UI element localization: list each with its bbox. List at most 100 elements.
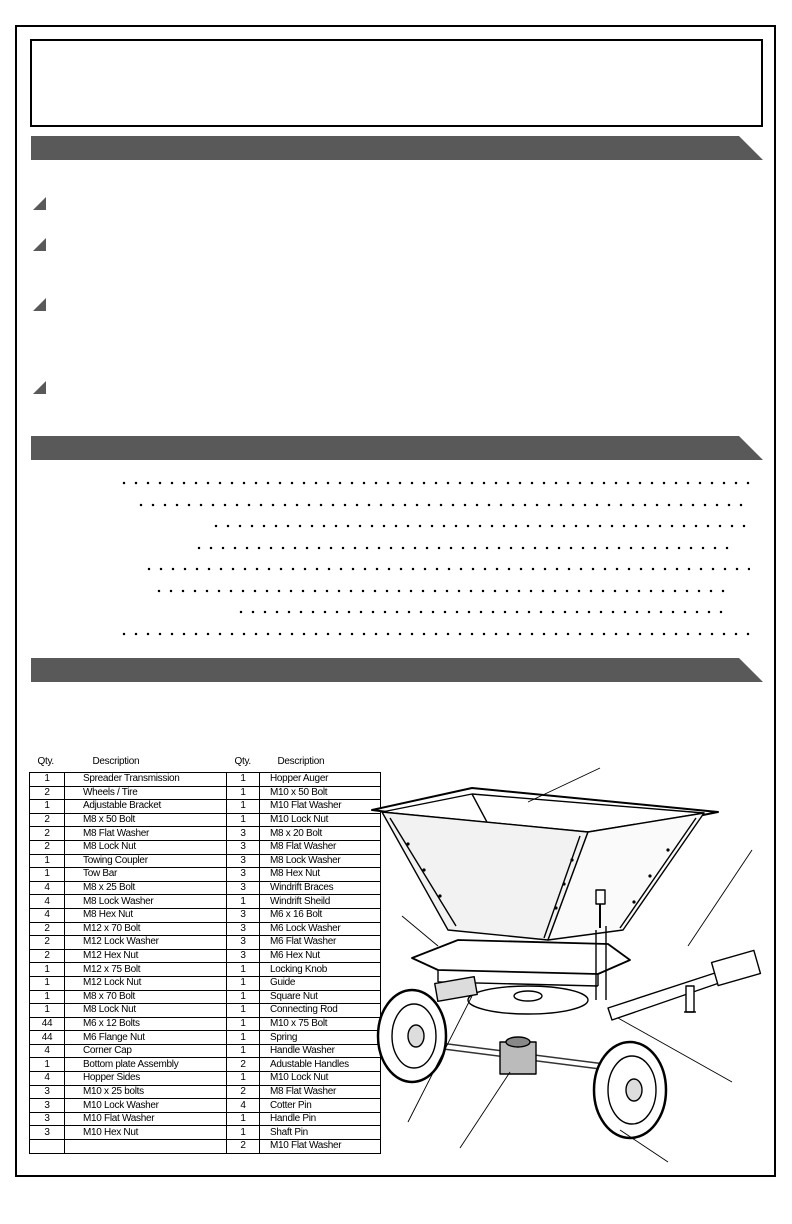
qty-cell: 3 [29, 1098, 65, 1113]
qty-cell-2: 1 [226, 1003, 260, 1018]
description-cell-2: Square Nut [259, 989, 381, 1005]
description-cell-2: Guide [259, 975, 381, 991]
qty-cell: 4 [29, 880, 65, 896]
qty-cell-2: 4 [226, 1098, 260, 1113]
qty-cell: 2 [29, 948, 65, 964]
description-cell: Wheels / Tire [64, 785, 227, 801]
qty-cell: 1 [29, 799, 65, 814]
bullet-icon [33, 381, 46, 394]
qty-cell: 1 [29, 772, 65, 787]
hopper [371, 787, 719, 941]
bullet-icon [33, 197, 46, 210]
description-cell-2: Locking Knob [259, 962, 381, 977]
description-cell-2: M10 Lock Nut [259, 812, 381, 828]
description-cell-2: M10 Flat Washer [259, 799, 381, 814]
qty-cell: 2 [29, 812, 65, 828]
qty-cell: 2 [29, 785, 65, 801]
description-cell-2: M8 Flat Washer [259, 839, 381, 855]
qty-cell-2: 3 [226, 880, 260, 896]
qty-cell-2: 1 [226, 1111, 260, 1127]
qty-cell: 3 [29, 1111, 65, 1127]
description-cell: M8 x 50 Bolt [64, 812, 227, 828]
spreader-diagram [371, 767, 762, 1163]
description-cell-2: M8 Lock Washer [259, 853, 381, 869]
wheel-right [592, 1040, 668, 1140]
qty-cell: 1 [29, 1003, 65, 1018]
qty-cell: 4 [29, 907, 65, 923]
qty-cell-2: 2 [226, 1084, 260, 1100]
qty-cell-2: 1 [226, 962, 260, 977]
toc-leader-dots [135, 499, 747, 511]
description-cell: M6 x 12 Bolts [64, 1016, 227, 1032]
description-cell: Hopper Sides [64, 1071, 227, 1086]
description-cell: M8 Lock Nut [64, 839, 227, 855]
description-cell-2: Windrift Braces [259, 880, 381, 896]
windrift-shield [411, 939, 631, 987]
section-band-2 [31, 436, 763, 460]
qty-cell: 44 [29, 1030, 65, 1045]
qty-cell-2: 1 [226, 1071, 260, 1086]
qty-cell: 1 [29, 853, 65, 869]
qty-cell-2: 2 [226, 1057, 260, 1073]
description-cell-2: M6 x 16 Bolt [259, 907, 381, 923]
description-cell [64, 1139, 227, 1154]
qty-cell-2: 1 [226, 989, 260, 1005]
description-cell: Bottom plate Assembly [64, 1057, 227, 1073]
description-cell-2: M8 x 20 Bolt [259, 826, 381, 841]
qty-cell-2: 1 [226, 785, 260, 801]
qty-cell-2: 1 [226, 894, 260, 909]
description-cell-2: Shaft Pin [259, 1125, 381, 1141]
qty-cell: 44 [29, 1016, 65, 1032]
qty-cell-2: 3 [226, 948, 260, 964]
toc-leader-dots [143, 563, 750, 575]
toc-leader-dots [235, 606, 727, 618]
description-cell-2: M6 Hex Nut [259, 948, 381, 964]
wheel-left [376, 988, 448, 1084]
qty-cell: 1 [29, 962, 65, 977]
description-cell-2: M6 Lock Washer [259, 921, 381, 937]
qty-cell [29, 1139, 65, 1154]
qty-cell-2: 1 [226, 1016, 260, 1032]
qty-cell: 4 [29, 1043, 65, 1059]
toc-leader-dots [118, 628, 750, 640]
bullet-icon [33, 238, 46, 251]
description-cell: Spreader Transmission [64, 772, 227, 787]
tow-bar [607, 949, 762, 1021]
qty-cell: 4 [29, 894, 65, 909]
description-cell: Adjustable Bracket [64, 799, 227, 814]
description-cell: Tow Bar [64, 867, 227, 882]
description-cell: M8 x 25 Bolt [64, 880, 227, 896]
description-cell-2: Adustable Handles [259, 1057, 381, 1073]
qty-cell: 2 [29, 935, 65, 950]
description-cell: M8 Lock Washer [64, 894, 227, 909]
description-cell-2: Cotter Pin [259, 1098, 381, 1113]
qty-cell-2: 1 [226, 812, 260, 828]
qty-cell-2: 2 [226, 1139, 260, 1154]
qty-cell: 1 [29, 989, 65, 1005]
header-description-2: Description [277, 756, 325, 767]
description-cell: M8 x 70 Bolt [64, 989, 227, 1005]
qty-cell-2: 1 [226, 975, 260, 991]
description-cell: M12 x 70 Bolt [64, 921, 227, 937]
qty-cell-2: 1 [226, 1125, 260, 1141]
callout-lines [401, 767, 753, 1163]
description-cell: Towing Coupler [64, 853, 227, 869]
